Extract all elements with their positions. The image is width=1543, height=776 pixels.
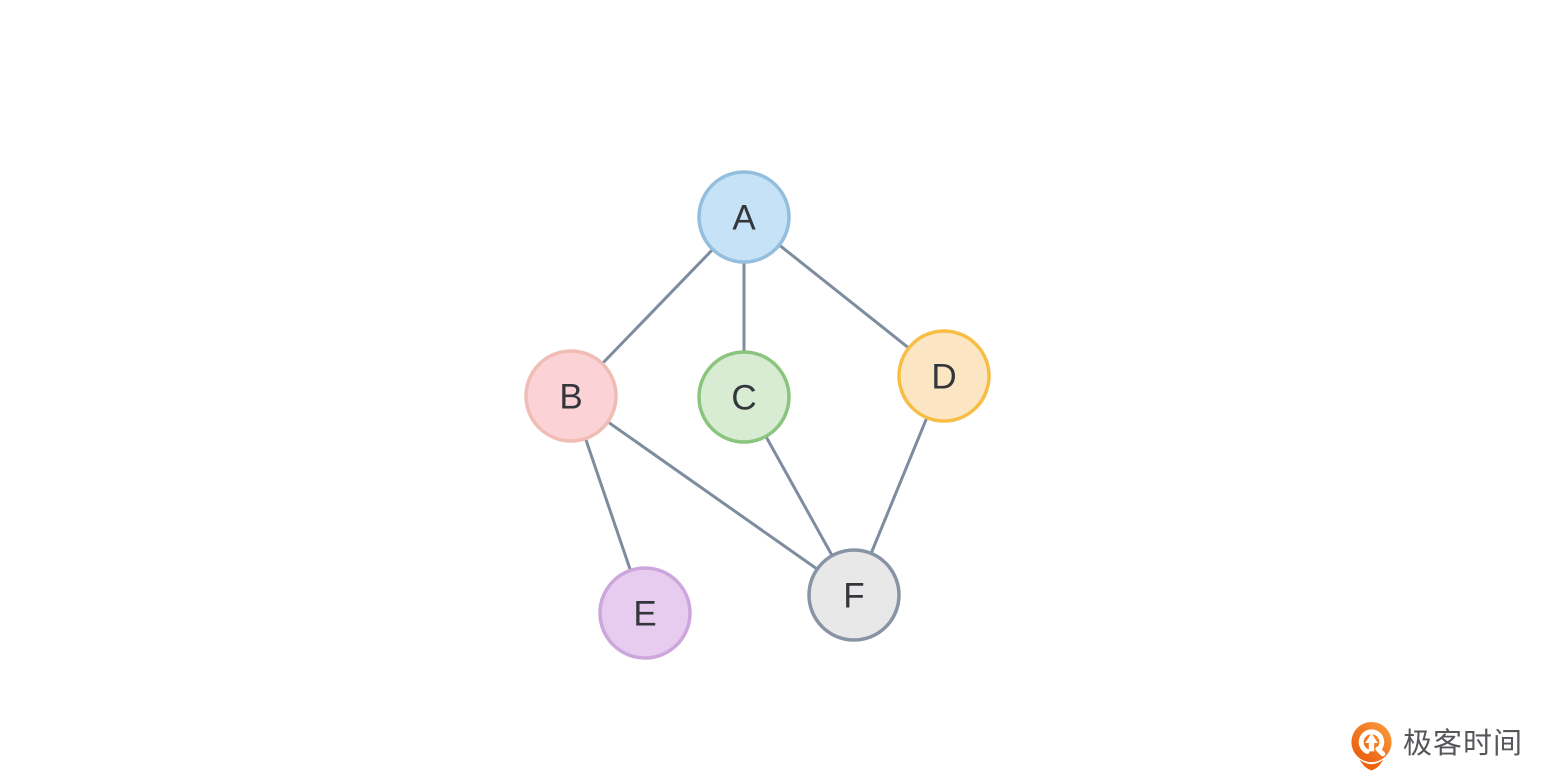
node-c-label: C <box>731 379 756 418</box>
node-f[interactable] <box>807 548 901 642</box>
node-d-label: D <box>931 358 956 397</box>
node-f-label: F <box>843 577 864 616</box>
node-a[interactable] <box>697 170 791 264</box>
node-b[interactable] <box>524 349 618 443</box>
node-e-label: E <box>633 595 656 634</box>
node-b-label: B <box>559 378 582 417</box>
geektime-logo-icon <box>1351 721 1392 771</box>
node-a-label: A <box>732 199 756 238</box>
brand-logo: 极客时间 <box>1347 721 1523 771</box>
node-e[interactable] <box>598 566 692 660</box>
edge-b-f <box>570 394 855 597</box>
node-d[interactable] <box>897 329 991 423</box>
node-c[interactable] <box>697 350 791 444</box>
brand-name: 极客时间 <box>1402 727 1523 760</box>
